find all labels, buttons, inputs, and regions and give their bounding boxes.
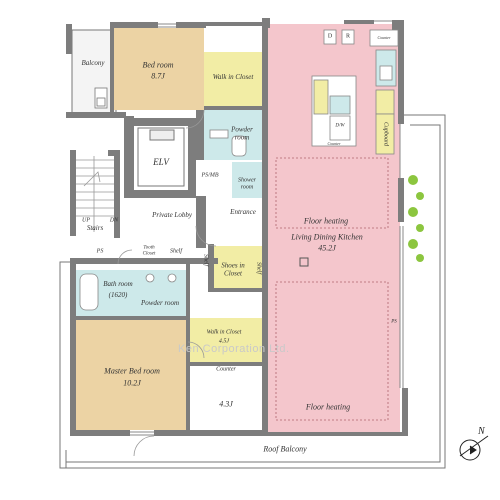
floor-heating-zone-bottom (275, 281, 389, 421)
floor-heating-bottom-label: Floor heating (305, 402, 351, 412)
bath-room-label: Bath room (103, 280, 133, 289)
floor-heating-top-label: Floor heating (303, 216, 349, 226)
bath-fixtures (79, 129, 247, 311)
powder-room-bottom-label: Powder room (140, 299, 180, 308)
shower-room-label: Shower room (238, 177, 256, 190)
master-bedroom-label: Master Bed room (104, 366, 160, 376)
ldk-column (299, 257, 309, 267)
roof-balcony-label: Roof Balcony (263, 444, 307, 454)
roof-balcony-outline (59, 114, 446, 469)
ps-right-label: PS (391, 319, 397, 325)
walls (66, 18, 408, 436)
master-bedroom-fill (74, 320, 186, 430)
stairs-dn-label: DN (109, 217, 119, 224)
balcony-label: Balcony (81, 59, 105, 68)
compass-label: N (478, 426, 485, 437)
powder-room-bottom-fill (132, 270, 188, 316)
entrance-label: Entrance (230, 208, 256, 217)
ps-mb-label: PS/MB (201, 172, 219, 179)
garden (408, 175, 424, 262)
walk-in-closet-bottom-size: 4.5J (218, 338, 230, 345)
kitchen-counter-label: Counter (327, 140, 341, 146)
cupboard-label: Cupboard (382, 121, 389, 147)
tooth-closet-label: Tooth Closet (142, 245, 156, 257)
ps-label: PS (96, 248, 104, 255)
master-bedroom-size: 10.2J (123, 378, 141, 388)
bath-room-size: (1620) (108, 291, 128, 300)
walk-in-closet-top-fill (204, 52, 262, 106)
windows (130, 20, 404, 436)
stairs-label: Stairs (86, 224, 104, 233)
room-43-label: 4.3J (219, 399, 233, 409)
compass-icon (459, 435, 489, 461)
walk-in-closet-bottom-fill (188, 318, 264, 362)
elv-label: ELV (153, 157, 169, 168)
elv-interior (137, 127, 185, 187)
powder-room-top-label: Powder room (231, 125, 253, 141)
watermark: Ken Corporation Ltd. (178, 343, 290, 355)
floor-heating-zone-top (275, 157, 389, 229)
walk-in-closet-bottom-label: Walk in Closet (206, 329, 242, 336)
walk-in-closet-top-label: Walk in Closet (212, 73, 254, 82)
bedroom-fill (112, 28, 204, 110)
stairs-lines (76, 156, 114, 232)
kitchen-r-label: R (345, 33, 351, 40)
balcony-fixtures (94, 87, 108, 109)
shoes-in-closet-label: Shoes in Closet (221, 261, 245, 277)
shelf-label: Shelf (170, 248, 182, 255)
shelf-side-label: Shelf (202, 254, 209, 266)
balcony-area (71, 29, 117, 117)
kitchen-fixtures (311, 29, 399, 155)
kitchen-dw-label: D/W (335, 123, 345, 129)
bedroom-size: 8.7J (151, 71, 165, 81)
ldk-label: Living Dining Kitchen (291, 232, 363, 242)
shelf-side2-label: Shelf (255, 262, 262, 274)
door-swings (117, 109, 217, 457)
counter-lower-label: Counter (216, 366, 236, 373)
shoes-closet-fill (214, 246, 266, 288)
stairs-up-label: UP (82, 217, 90, 224)
kitchen-counter-top-label: Counter (377, 34, 391, 40)
bedroom-label: Bed room (142, 60, 174, 70)
private-lobby-label: Private Lobby (152, 211, 192, 220)
kitchen-d-label: D (327, 33, 333, 40)
ldk-size: 45.2J (318, 243, 336, 253)
shower-room-fill (232, 162, 262, 198)
